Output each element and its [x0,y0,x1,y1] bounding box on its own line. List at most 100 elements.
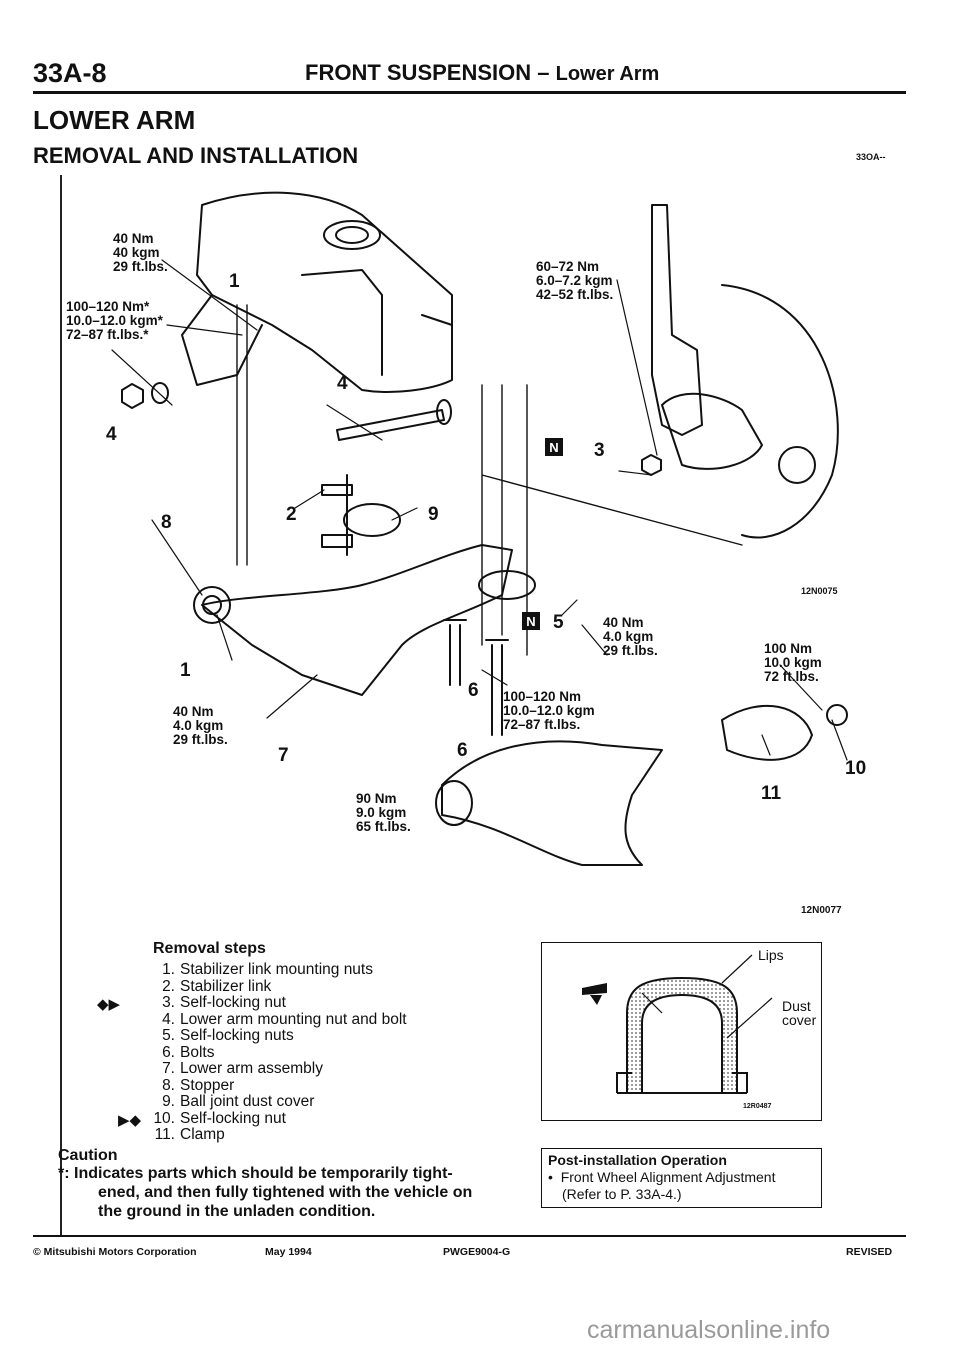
section-separator: – [531,60,556,85]
group-code: 33OA-- [856,152,886,162]
nut-10 [826,704,848,726]
callout-10: 10 [845,758,867,779]
grease-gun-icon [582,983,607,1005]
list-item: 3.Self-locking nut [162,994,286,1011]
detail-leaders [641,954,773,1039]
callout-11: 11 [761,783,782,804]
mount-bushing [323,220,381,250]
stabilizer-link [321,474,353,556]
ball-joint-dust-cover [343,503,401,537]
caution-title: Caution [58,1147,118,1164]
crossmember-flange [181,294,263,386]
callout-6a: 6 [468,680,479,701]
callout-1b: 1 [180,660,191,681]
drive-shaft-boot [661,392,763,470]
list-item: 2.Stabilizer link [162,977,272,995]
svg-text:N: N [526,614,535,629]
callout-6b: 6 [457,740,468,761]
torque-label-2: 100–120 Nm* 10.0–12.0 kgm* 72–87 ft.lbs.… [66,299,163,342]
install-mark-10: ▶◆ [118,1112,142,1129]
dust-cover-base [616,1072,748,1094]
callout-8: 8 [161,512,172,533]
crossmember-outline [196,191,453,393]
callout-4b: 4 [106,424,117,445]
callout-3: 3 [594,440,605,461]
detail-figure-code: 12R0487 [743,1103,772,1110]
callout-1a: 1 [229,271,240,292]
mounting-bolt-head [436,399,452,425]
section-title: FRONT SUSPENSION – Lower Arm [305,60,659,86]
footer-date: May 1994 [265,1246,312,1258]
list-item: 11.Clamp [154,1126,225,1143]
list-item: 5.Self-locking nuts [162,1027,294,1044]
caution-text: *: Indicates parts which should be tempo… [58,1165,473,1220]
bolt-6b [485,639,509,736]
strut-assembly [651,204,703,436]
post-installation-title: Post-installation Operation [548,1152,727,1168]
page-subheading: REMOVAL AND INSTALLATION [33,143,359,168]
mount-bushing-inner [335,226,369,244]
figure-code-2: 12N0077 [801,905,842,916]
ball-joint [478,570,536,600]
lower-arm-detail-bushing [435,780,473,826]
list-item: 7.Lower arm assembly [162,1060,323,1077]
list-item: 6.Bolts [162,1043,215,1061]
torque-label-6: 100–120 Nm 10.0–12.0 kgm 72–87 ft.lbs. [503,689,595,732]
lower-arm-bushing [193,586,231,624]
page-number: 33A-8 [33,58,107,88]
dust-cover-inner [641,993,723,1093]
lower-arm-assembly [201,544,513,696]
watermark: carmanualsonline.info [587,1316,831,1344]
list-item: 1.Stabilizer link mounting nuts [162,961,373,978]
list-item: 9.Ball joint dust cover [162,1093,315,1110]
footer-rule [33,1235,906,1237]
figure-code-1: 12N0075 [801,586,838,596]
guide-lines [236,304,743,656]
new-part-symbol-5: N [522,612,540,630]
torque-label-1: 40 Nm 40 kgm 29 ft.lbs. [113,231,168,274]
brake-disc [721,284,839,539]
post-installation-box: Post-installation Operation • Front Whee… [541,1148,822,1208]
install-mark-3: ◆▶ [97,996,121,1013]
dust-cover-illustration [582,954,773,1094]
label-lips: Lips [758,947,784,963]
torque-label-10: 100 Nm 10.0 kgm 72 ft.lbs. [764,641,822,684]
leader-lines [111,259,848,761]
callout-2: 2 [286,504,297,525]
svg-text:N: N [549,440,558,455]
torque-label-3: 60–72 Nm 6.0–7.2 kgm 42–52 ft.lbs. [536,259,614,302]
callout-5: 5 [553,612,564,633]
callout-4a: 4 [337,373,348,394]
self-locking-nut-3 [641,454,662,476]
footer-status: REVISED [846,1246,893,1258]
header-rule [33,91,906,94]
crossmember-bracket [301,269,453,376]
bolt-6a [443,619,467,686]
removal-steps-list: 1.Stabilizer link mounting nuts 2.Stabil… [140,961,407,1144]
lower-arm-bushing-inner [202,595,222,615]
page-heading: LOWER ARM [33,105,196,135]
self-locking-nut-4 [121,383,144,409]
footer-copyright: © Mitsubishi Motors Corporation [33,1246,197,1258]
callout-9: 9 [428,504,439,525]
exploded-diagram: N N [111,191,848,866]
callout-7: 7 [278,745,289,766]
clamp-11 [721,704,813,761]
margin-rule [60,175,62,1235]
list-item: 8.Stopper [162,1076,235,1094]
list-item: 4.Lower arm mounting nut and bolt [162,1010,407,1028]
subsection-name: Lower Arm [555,63,660,85]
footer-doc-code: PWGE9004-G [443,1246,511,1258]
new-part-symbol-3: N [545,438,563,456]
removal-steps-title: Removal steps [153,940,266,957]
torque-label-lower-arm: 40 Nm 4.0 kgm 29 ft.lbs. [173,704,228,747]
mounting-bolt [336,409,445,441]
torque-label-5: 40 Nm 4.0 kgm 29 ft.lbs. [603,615,658,658]
washer-4 [151,382,169,404]
torque-label-7: 90 Nm 9.0 kgm 65 ft.lbs. [356,791,411,834]
post-installation-item: • Front Wheel Alignment Adjustment [548,1169,776,1185]
section-name: FRONT SUSPENSION [305,60,532,85]
lower-arm-detail [441,740,663,866]
